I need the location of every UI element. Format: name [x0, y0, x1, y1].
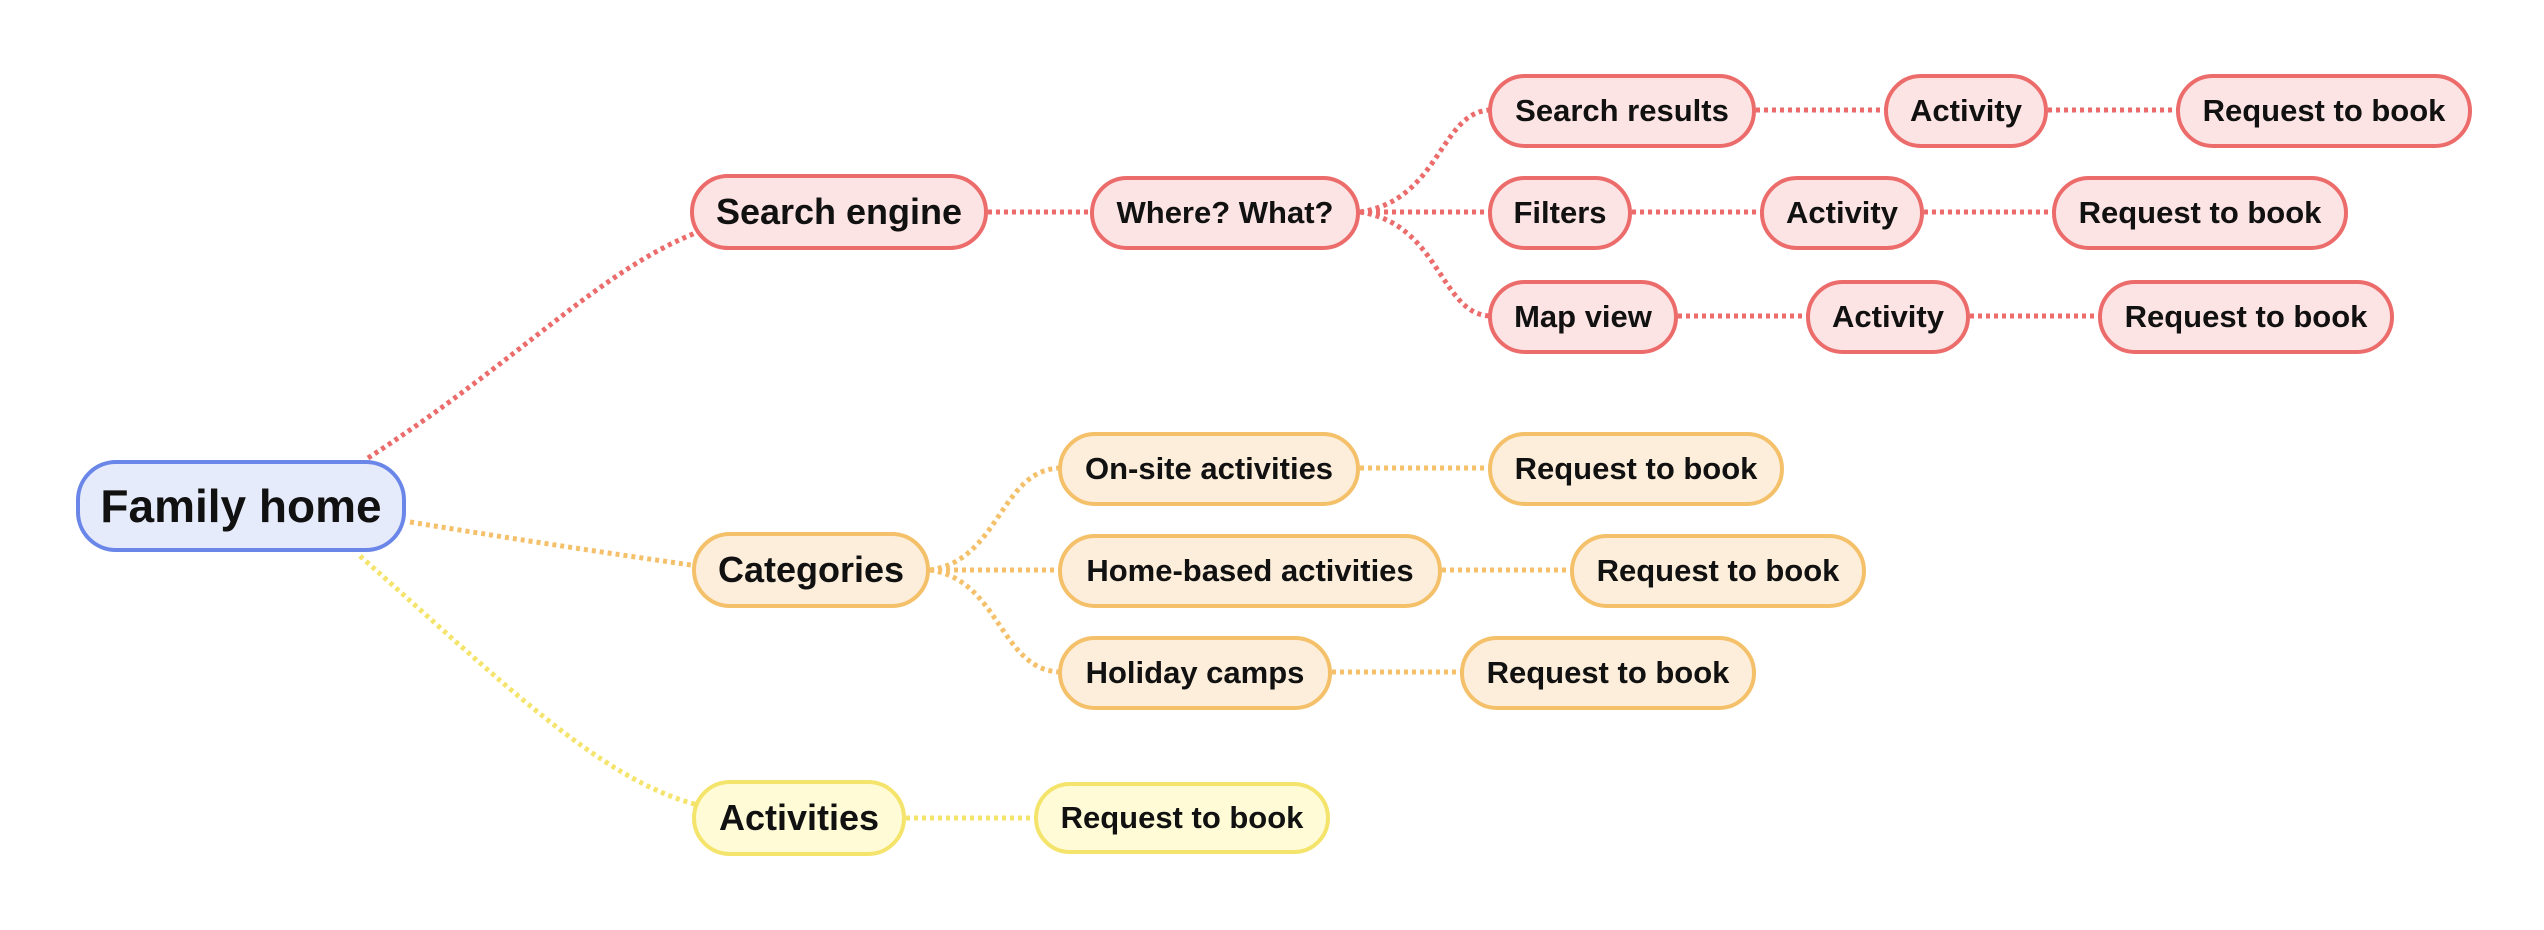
node-on-site-activities[interactable]: On-site activities: [1058, 432, 1360, 506]
node-request-to-book-6[interactable]: Request to book: [1460, 636, 1756, 710]
root-node-family-home[interactable]: Family home: [76, 460, 406, 552]
connector-root-categories: [409, 519, 699, 569]
connector-root-activities: [358, 554, 699, 808]
node-request-to-book-2[interactable]: Request to book: [2052, 176, 2348, 250]
node-categories[interactable]: Categories: [692, 532, 930, 608]
connector-where-results: [1359, 107, 1491, 215]
connector-where-map: [1359, 209, 1491, 319]
node-search-results[interactable]: Search results: [1488, 74, 1756, 148]
node-filters[interactable]: Filters: [1488, 176, 1632, 250]
connector-categories-onsite: [929, 465, 1061, 573]
node-request-to-book-3[interactable]: Request to book: [2098, 280, 2394, 354]
connector-categories-holiday: [929, 567, 1061, 675]
node-request-to-book-1[interactable]: Request to book: [2176, 74, 2472, 148]
node-request-to-book-4[interactable]: Request to book: [1488, 432, 1784, 506]
node-search-engine[interactable]: Search engine: [690, 174, 988, 250]
connector-root-search-engine: [366, 229, 699, 461]
node-request-to-book-7[interactable]: Request to book: [1034, 782, 1330, 854]
node-map-view[interactable]: Map view: [1488, 280, 1678, 354]
node-holiday-camps[interactable]: Holiday camps: [1058, 636, 1332, 710]
node-home-based-activities[interactable]: Home-based activities: [1058, 534, 1442, 608]
node-activity-3[interactable]: Activity: [1806, 280, 1970, 354]
node-request-to-book-5[interactable]: Request to book: [1570, 534, 1866, 608]
node-activity-2[interactable]: Activity: [1760, 176, 1924, 250]
node-activities[interactable]: Activities: [692, 780, 906, 856]
node-where-what[interactable]: Where? What?: [1090, 176, 1360, 250]
node-activity-1[interactable]: Activity: [1884, 74, 2048, 148]
